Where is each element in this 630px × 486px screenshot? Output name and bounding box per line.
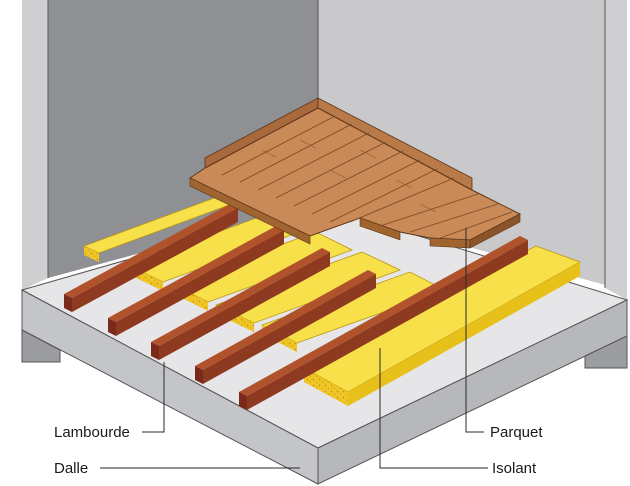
label-lambourde: Lambourde [54, 424, 130, 441]
left-wall-below [21, 329, 61, 363]
left-wall-cut [22, 0, 48, 290]
lambourde-leader [142, 362, 165, 433]
leader-lines [100, 228, 488, 469]
back-walls [22, 0, 627, 300]
isolant-leader [379, 348, 488, 469]
label-parquet: Parquet [490, 424, 543, 441]
joist-2 [108, 226, 284, 336]
label-isolant: Isolant [492, 460, 537, 477]
parquet [188, 97, 522, 249]
joist-5 [239, 236, 528, 410]
right-wall-below [584, 335, 628, 369]
right-wall-cut [605, 0, 627, 300]
joist-3 [151, 248, 330, 360]
joist-1 [64, 204, 238, 312]
insulation-strips [82, 193, 581, 406]
joist-4 [195, 270, 376, 384]
parquet-leader [465, 228, 484, 433]
label-dalle: Dalle [54, 460, 88, 477]
joists [64, 204, 528, 410]
